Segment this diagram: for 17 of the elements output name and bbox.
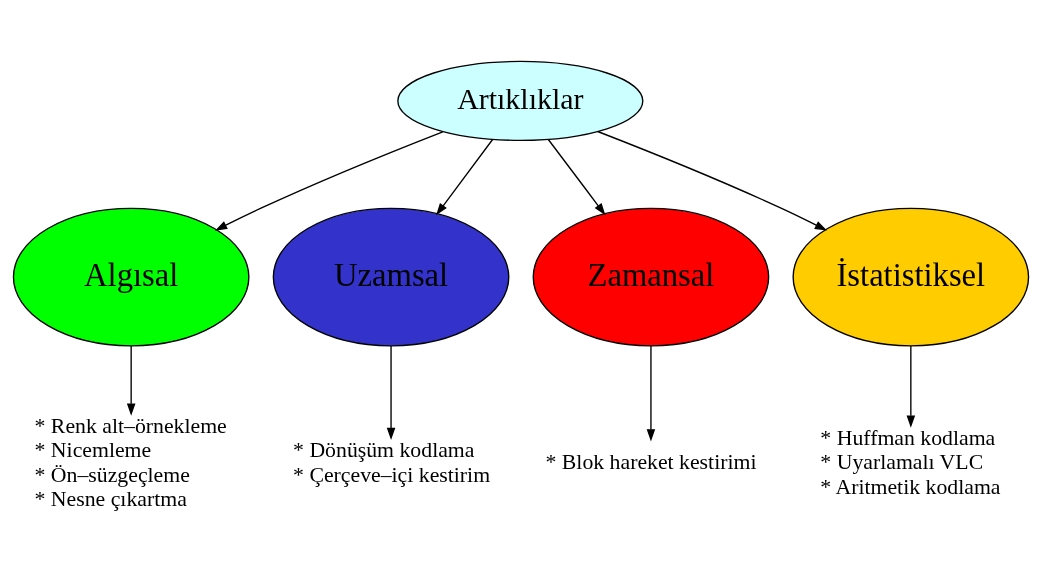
arrow <box>597 130 828 231</box>
arrow <box>126 345 136 416</box>
node-text: * Huffman kodlama * Uyarlamalı VLC * Aritmetik kodlama <box>820 425 1001 499</box>
arrow <box>386 345 396 441</box>
node-ellipse: İstatistiksel <box>792 207 1030 347</box>
arrow <box>215 131 444 231</box>
arrow <box>547 138 606 216</box>
node-text: * Dönüşüm kodlama * Çerçeve–içi kestirim <box>293 438 491 487</box>
node-ellipse: Uzamsal <box>272 207 510 347</box>
arrow <box>906 345 916 428</box>
node-text: * Blok hareket kestirimi <box>545 450 757 475</box>
arrow <box>436 138 494 216</box>
node-ellipse: Zamansal <box>532 207 770 347</box>
arrow <box>646 345 656 442</box>
node-ellipse: Algısal <box>12 207 250 347</box>
node-ellipse: Artıklıklar <box>397 60 644 142</box>
node-text: * Renk alt–örnekleme * Nicemleme * Ön–süzgeçleme * Nesne çıkartma <box>34 413 227 512</box>
